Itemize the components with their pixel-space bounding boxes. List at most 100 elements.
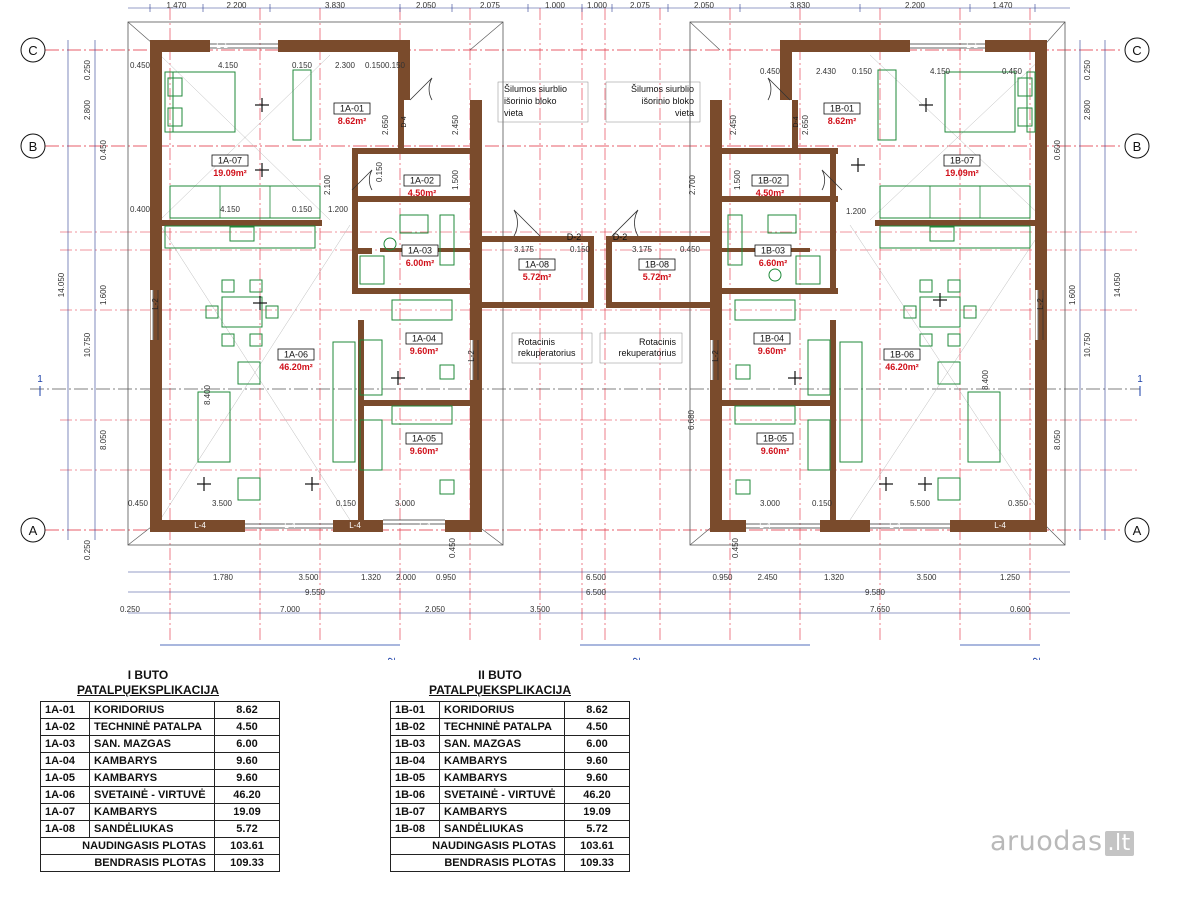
dining-chair — [249, 333, 263, 347]
pillow — [1017, 77, 1033, 97]
room-id-1B-04: 1B-04 — [760, 334, 784, 344]
pillow — [167, 107, 183, 127]
grid-bubble — [1124, 133, 1150, 159]
right-dim-4: 14.050 — [1113, 272, 1122, 297]
wall-segment — [830, 320, 836, 532]
room-area-1A-07: 19.09m² — [213, 168, 247, 178]
note-box — [497, 81, 589, 123]
left-table-total-label: BENDRASIS PLOTAS — [40, 854, 215, 872]
left-dim-6: 10.750 — [83, 332, 92, 357]
armchair — [237, 361, 261, 385]
left-table-cell: 1A-04 — [40, 752, 90, 770]
a-vertical-dim-4: 0.150 — [375, 161, 384, 182]
window-tag-l2-2: L-2 — [467, 350, 476, 362]
wall-segment — [358, 400, 470, 406]
bathtub — [439, 214, 455, 266]
right-dim-1: 0.250 — [1083, 59, 1092, 80]
wall-segment — [720, 196, 838, 202]
a-bottom-dim-3: 3.000 — [395, 499, 416, 508]
left-table-cell: 6.00 — [214, 735, 280, 753]
grid-bubble — [20, 37, 46, 63]
left-table-title: I BUTO PATALPŲEKSPLIKACIJA — [40, 668, 256, 698]
window-tag-l4-1: L-4 — [284, 521, 296, 530]
a-top-dim-4: 0.150 — [365, 61, 386, 70]
dining-chair — [919, 333, 933, 347]
wardrobe — [879, 185, 1031, 219]
grid-bubble-b-left: B — [29, 139, 38, 154]
grid-bubble-a-left: A — [29, 523, 38, 538]
room-id-1B-02: 1B-02 — [758, 176, 782, 186]
window-tag-l4-2: L-4 — [419, 521, 431, 530]
note-heat-pump-left: vieta — [504, 108, 523, 118]
left-table-cell: SAN. MAZGAS — [89, 735, 215, 753]
right-table-cell: 5.72 — [564, 820, 630, 838]
armchair — [937, 477, 961, 501]
room-tag-box — [754, 244, 792, 257]
bed — [164, 71, 236, 133]
section-mark-2: 2 — [1032, 657, 1043, 660]
grid-bubble — [1124, 37, 1150, 63]
window-tag-l2-3: L-2 — [711, 350, 720, 362]
pillow — [167, 77, 183, 97]
wall-segment — [482, 236, 594, 242]
room-tag-box — [823, 102, 861, 115]
wall-segment — [720, 288, 838, 294]
bottom-dim-row3-3: 3.500 — [530, 605, 551, 614]
right-table-cell: TECHNINĖ PATALPA — [439, 718, 565, 736]
right-table-cell: 1B-01 — [390, 701, 440, 719]
room-id-1A-04: 1A-04 — [412, 334, 436, 344]
right-table-cell: SVETAINĖ - VIRTUVĖ — [439, 786, 565, 804]
note-recuperator-right: rekuperatorius — [618, 348, 676, 358]
dining-chair — [205, 305, 219, 319]
a-bottom-dim-0: 0.450 — [128, 499, 149, 508]
left-table-cell: 1A-08 — [40, 820, 90, 838]
bed-head — [1026, 71, 1036, 133]
desk — [292, 69, 312, 141]
room-tag-box — [518, 258, 556, 271]
wall-segment — [278, 40, 408, 52]
room-area-1B-01: 8.62m² — [828, 116, 857, 126]
left-table-title-1: I BUTO — [127, 668, 169, 682]
left-table-cell: 46.20 — [214, 786, 280, 804]
top-dim-3: 2.050 — [416, 1, 437, 10]
bottom-dim-row2-right: 9.580 — [865, 588, 886, 597]
grid-bubble-b-right: B — [1133, 139, 1142, 154]
right-dim-2: 2.800 — [1083, 99, 1092, 120]
room-tag-box — [277, 348, 315, 361]
right-table-cell: 1B-06 — [390, 786, 440, 804]
b-vertical-dim-2: 2.700 — [688, 174, 697, 195]
wall-segment — [352, 288, 470, 294]
dining-chair — [249, 279, 263, 293]
wardrobe — [807, 419, 831, 471]
right-table-total-label: BENDRASIS PLOTAS — [390, 854, 565, 872]
dining-chair — [265, 305, 279, 319]
left-dim-8: 0.250 — [83, 539, 92, 560]
left-dim-7: 8.050 — [99, 429, 108, 450]
tv-unit — [332, 341, 356, 463]
window-tag-l2-0: L-2 — [151, 298, 160, 310]
door-swing — [611, 209, 639, 237]
room-tag-box — [753, 332, 791, 345]
dining-chair — [963, 305, 977, 319]
room-tag-box — [405, 432, 443, 445]
room-tag-box — [405, 332, 443, 345]
top-dim-6: 1.000 — [587, 1, 608, 10]
washbasin — [767, 214, 797, 234]
bed — [391, 299, 453, 321]
right-table-cell: 1B-04 — [390, 752, 440, 770]
note-box — [511, 332, 593, 364]
right-table-cell: SAN. MAZGAS — [439, 735, 565, 753]
dining-table — [221, 296, 263, 328]
a-mid-dim-0: 0.400 — [130, 205, 151, 214]
a-vertical-dim-6: 0.450 — [448, 537, 457, 558]
site-watermark: aruodas.lt — [990, 826, 1134, 857]
left-table-total-label: NAUDINGASIS PLOTAS — [40, 837, 215, 855]
note-recuperator-right: Rotacinis — [639, 337, 677, 347]
right-table-title-1: II BUTO — [478, 668, 522, 682]
room-area-1A-01: 8.62m² — [338, 116, 367, 126]
wardrobe — [169, 185, 321, 219]
note-heat-pump-right: vieta — [675, 108, 694, 118]
